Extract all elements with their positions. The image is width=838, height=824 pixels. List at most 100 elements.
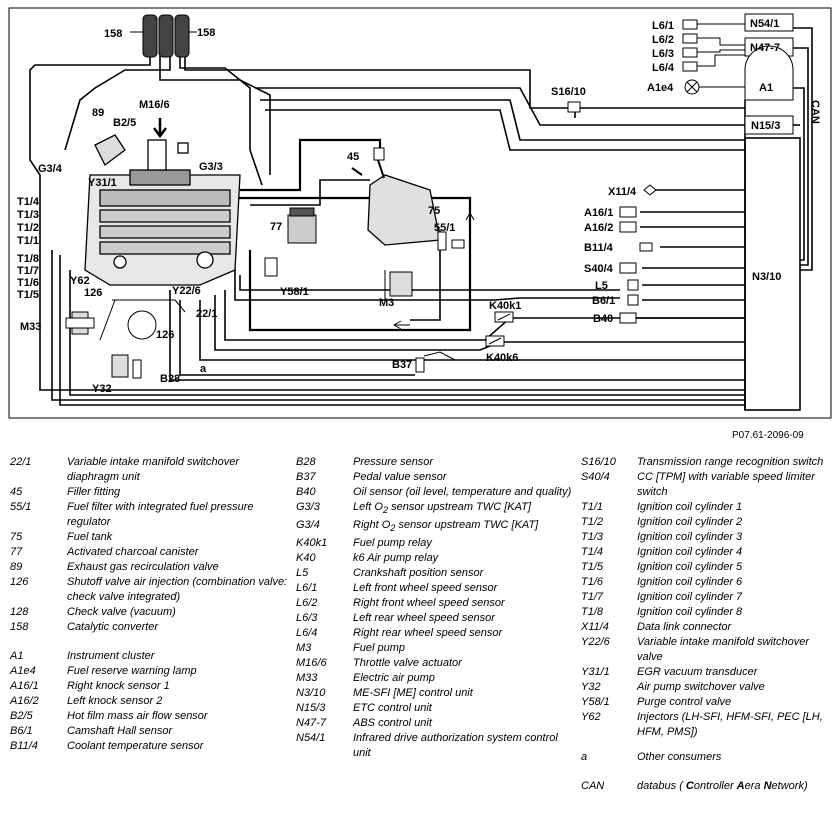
engine-block-icon xyxy=(84,118,241,286)
legend-desc-bold: C xyxy=(685,780,694,792)
legend-desc-part: ontroller xyxy=(693,780,737,792)
legend-code: 22/1 xyxy=(10,456,32,468)
label-can: CAN xyxy=(809,100,821,124)
label-y58-1: Y58/1 xyxy=(280,286,309,298)
legend-desc: Variable intake manifold switchover diap… xyxy=(67,456,240,483)
legend-desc-part: era xyxy=(744,780,764,792)
legend-desc-part: Right O xyxy=(353,519,391,532)
legend-desc: Right front wheel speed sensor xyxy=(353,597,505,610)
label-b40: B40 xyxy=(593,313,613,325)
legend-code: T1/4 xyxy=(581,546,604,558)
legend-code: L6/3 xyxy=(296,612,318,625)
label-t1-4: T1/4 xyxy=(17,196,40,208)
diagram-svg: 158 158 89 M16/6 B2/5 G3/4 G3/3 Y31/1 T1… xyxy=(8,7,832,419)
legend-desc: Catalytic converter xyxy=(67,621,159,633)
legend-desc: Electric air pump xyxy=(353,672,435,685)
legend-code: Y22/6 xyxy=(581,636,610,648)
legend-code: G3/3 xyxy=(296,501,320,513)
diagram-frame xyxy=(8,7,832,419)
legend-row: K40 k6 Air pump relay xyxy=(296,551,576,566)
legend-desc: Ignition coil cylinder 8 xyxy=(637,606,743,618)
air-pump-switchover-valve-icon xyxy=(111,354,129,378)
legend-desc: Fuel pump relay xyxy=(353,537,432,550)
legend-desc-part: sensor upstream TWC [KAT] xyxy=(388,501,531,513)
legend-row: G3/3 Left O2 sensor upstream TWC [KAT] xyxy=(296,500,576,518)
legend-desc: Variable intake manifold switchover valv… xyxy=(637,636,810,663)
legend-desc: Fuel filter with integrated fuel pressur… xyxy=(67,501,254,528)
label-n15-3: N15/3 xyxy=(751,120,780,132)
label-k40k6: K40k6 xyxy=(486,352,518,364)
legend-code: K40 xyxy=(296,552,316,565)
legend-code: M3 xyxy=(296,642,312,655)
legend-code: T1/6 xyxy=(581,576,604,588)
legend-desc: Left O2 sensor upstream TWC [KAT] xyxy=(353,500,576,518)
legend-desc: ME-SFI [ME] control unit xyxy=(353,687,473,700)
legend-desc: CC [TPM] with variable speed limiter swi… xyxy=(637,471,815,498)
legend-code: N54/1 xyxy=(296,732,326,745)
legend-row: M3 Fuel pump xyxy=(296,641,576,656)
label-x11-4: X11/4 xyxy=(608,186,637,198)
legend-code: a xyxy=(581,751,588,763)
label-a1e4: A1e4 xyxy=(647,82,674,94)
legend-code: T1/2 xyxy=(581,516,604,528)
label-a16-1: A16/1 xyxy=(584,207,613,219)
legend-code: X11/4 xyxy=(581,621,609,633)
legend-desc: Ignition coil cylinder 4 xyxy=(637,546,743,558)
legend-code: N15/3 xyxy=(296,702,326,715)
legend-row: T1/4 Ignition coil cylinder 4 xyxy=(581,545,835,560)
check-valve-icon xyxy=(127,310,157,340)
legend-desc: Ignition coil cylinder 5 xyxy=(637,561,743,573)
label-y31-1: Y31/1 xyxy=(88,177,117,189)
legend-desc: Fuel pump xyxy=(353,642,405,655)
legend-code: B6/1 xyxy=(10,725,33,737)
legend-desc: Ignition coil cylinder 7 xyxy=(637,591,743,603)
label-b2-5: B2/5 xyxy=(113,117,136,129)
legend-code: B37 xyxy=(296,471,316,483)
legend-code: A16/2 xyxy=(10,695,39,707)
label-k40k1: K40k1 xyxy=(489,300,521,312)
legend-desc: k6 Air pump relay xyxy=(353,552,439,565)
legend-code: T1/1 xyxy=(581,501,604,513)
legend-code: 75 xyxy=(10,531,23,543)
label-l5: L5 xyxy=(595,280,608,292)
legend-desc-part: sensor upstream TWC [KAT] xyxy=(395,519,539,532)
label-l6-4: L6/4 xyxy=(652,62,675,74)
fuel-pump-icon xyxy=(384,270,413,300)
legend-desc: Right rear wheel speed sensor xyxy=(353,627,503,640)
legend-desc: Ignition coil cylinder 3 xyxy=(637,531,743,543)
legend-desc: Other consumers xyxy=(637,751,722,763)
legend-code: 45 xyxy=(10,486,23,498)
label-b11-4: B11/4 xyxy=(584,242,614,254)
legend-code: 128 xyxy=(10,606,29,618)
legend-desc: Right O2 sensor upstream TWC [KAT] xyxy=(353,518,576,536)
label-t1-2: T1/2 xyxy=(17,222,39,234)
label-89: 89 xyxy=(92,107,104,119)
label-t1-8: T1/8 xyxy=(17,253,39,265)
label-s40-4: S40/4 xyxy=(584,263,614,275)
label-t1-3: T1/3 xyxy=(17,209,39,221)
legend-desc-sub: 2 xyxy=(390,523,396,534)
legend-code: Y62 xyxy=(581,711,601,723)
legend-desc: Crankshaft position sensor xyxy=(353,567,484,580)
legend-row: 22/1 Variable intake manifold switchover … xyxy=(10,455,290,485)
legend-desc-bold: A xyxy=(736,780,745,792)
label-m3: M3 xyxy=(379,297,394,309)
legend-code: K40k1 xyxy=(296,537,328,550)
label-a1: A1 xyxy=(759,82,773,94)
legend-desc: Ignition coil cylinder 1 xyxy=(637,501,743,513)
